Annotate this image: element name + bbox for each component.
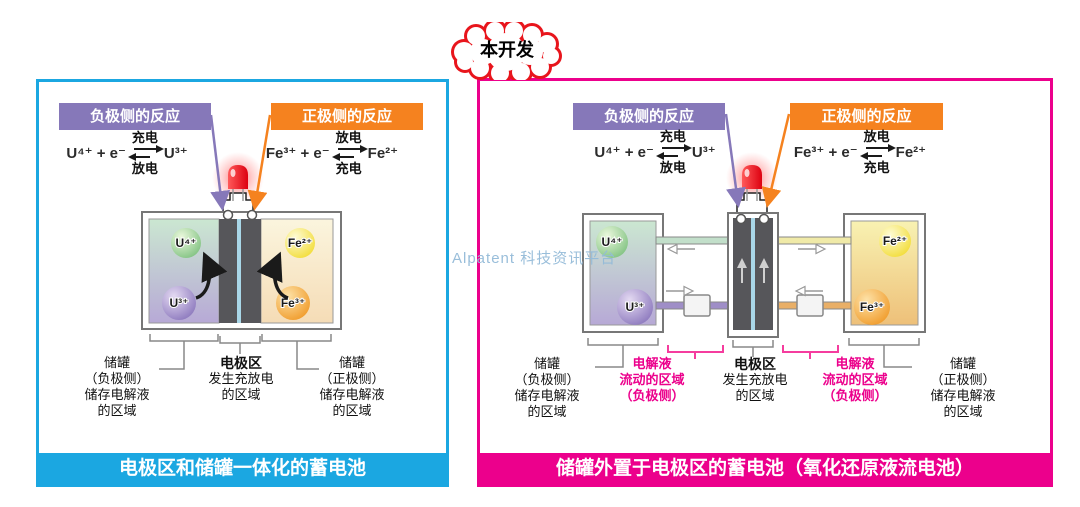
positive-electrolyte-tank: Fe²⁺ Fe³⁺ [843, 213, 926, 333]
flow-region-brackets [667, 345, 839, 359]
label-electrode-area: 电极区 发生充放电 的区域 [208, 355, 274, 402]
discharge-label: 放电 [659, 160, 686, 175]
reverse-arrow-icon [331, 153, 354, 161]
forward-arrow-icon [133, 145, 164, 153]
equation-rhs: Fe²⁺ [895, 144, 927, 161]
flow-battery-panel: U⁴⁺ U³⁺ Fe²⁺ Fe³⁺ [477, 78, 1053, 487]
charge-label: 充电 [335, 161, 362, 176]
negative-electrolyte-tank: U⁴⁺ U³⁺ [582, 213, 664, 333]
integrated-battery-diagram: U⁴⁺ U³⁺ Fe²⁺ Fe³⁺ [141, 114, 342, 370]
flow-battery-diagram: U⁴⁺ U³⁺ Fe²⁺ Fe³⁺ [582, 113, 926, 368]
equation-arrows: 放电 充电 [331, 130, 368, 176]
svg-text:U⁴⁺: U⁴⁺ [176, 236, 197, 250]
svg-text:Fe³⁺: Fe³⁺ [860, 300, 884, 314]
development-badge-label: 本开发 [480, 40, 534, 60]
positive-reaction-label: 正极侧的反应 [271, 103, 423, 130]
equation-lhs: Fe³⁺ + e⁻ [265, 145, 330, 162]
charge-label: 充电 [863, 160, 890, 175]
charge-label: 充电 [659, 129, 686, 144]
forward-arrow-icon [661, 144, 692, 152]
svg-text:U³⁺: U³⁺ [626, 300, 645, 314]
reaction-connector-arrows [209, 114, 272, 211]
equation-rhs: U³⁺ [691, 144, 716, 161]
positive-reaction-equation: Fe³⁺ + e⁻ 放电 充电 Fe²⁺ [780, 129, 940, 175]
svg-text:Fe²⁺: Fe²⁺ [288, 236, 312, 250]
electrode-terminals [735, 213, 770, 225]
equation-arrows: 放电 充电 [859, 129, 896, 175]
forward-arrow-icon [337, 145, 368, 153]
discharge-label: 放电 [335, 130, 362, 145]
charge-label: 充电 [131, 130, 158, 145]
positive-electrolyte-ions: Fe²⁺ Fe³⁺ [256, 228, 315, 320]
equation-lhs: U⁴⁺ + e⁻ [594, 144, 654, 161]
reaction-connector-arrows [724, 113, 791, 208]
watermark: Alpatent 科技资讯平台 [452, 250, 617, 267]
negative-reaction-label: 负极侧的反应 [573, 103, 725, 130]
negative-reaction-label: 负极侧的反应 [59, 103, 211, 130]
equation-lhs: U⁴⁺ + e⁻ [66, 145, 126, 162]
pump-positive [796, 294, 824, 317]
equation-arrows: 充电 放电 [655, 129, 692, 175]
svg-text:Fe²⁺: Fe²⁺ [883, 234, 907, 248]
positive-reaction-label: 正极侧的反应 [790, 103, 943, 130]
negative-electrolyte-ions: U⁴⁺ U³⁺ [162, 228, 228, 320]
label-flow-region-negative: 电解液 流动的区域 （负极侧） [619, 356, 685, 403]
discharge-label: 放电 [863, 129, 890, 144]
label-tank-negative: 储罐 （负极侧） 储存电解液 的区域 [514, 356, 580, 419]
equation-rhs: Fe²⁺ [367, 145, 399, 162]
svg-text:U³⁺: U³⁺ [170, 296, 189, 310]
reverse-arrow-icon [655, 152, 678, 160]
left-panel-caption-banner: 电极区和储罐一体化的蓄电池 [39, 453, 446, 484]
electrode-stack [727, 212, 779, 338]
equation-lhs: Fe³⁺ + e⁻ [793, 144, 858, 161]
svg-text:U⁴⁺: U⁴⁺ [602, 235, 623, 249]
positive-reaction-equation: Fe³⁺ + e⁻ 放电 充电 Fe²⁺ [252, 130, 412, 176]
right-panel-caption-banner: 储罐外置于电极区的蓄电池（氧化还原液流电池） [480, 453, 1050, 484]
label-tank-positive: 储罐 （正极侧） 储存电解液 的区域 [319, 355, 385, 418]
pump-negative [683, 294, 711, 317]
flow-direction-arrows [666, 243, 827, 297]
integrated-battery-panel: U⁴⁺ U³⁺ Fe²⁺ Fe³⁺ [36, 79, 449, 487]
electrode-terminals [222, 209, 258, 221]
discharge-label: 放电 [131, 161, 158, 176]
equation-rhs: U³⁺ [163, 145, 188, 162]
electrolyte-pipes [655, 236, 852, 317]
negative-reaction-equation: U⁴⁺ + e⁻ 充电 放电 U³⁺ [47, 130, 207, 176]
equation-arrows: 充电 放电 [127, 130, 164, 176]
label-flow-region-positive: 电解液 流动的区域 （负极侧） [822, 356, 888, 403]
reverse-arrow-icon [127, 153, 150, 161]
negative-reaction-equation: U⁴⁺ + e⁻ 充电 放电 U³⁺ [575, 129, 735, 175]
label-tank-positive: 储罐 （正极侧） 储存电解液 的区域 [930, 356, 996, 419]
callout-brackets [149, 334, 332, 370]
callout-brackets [587, 338, 920, 368]
forward-arrow-icon [865, 144, 896, 152]
label-electrode-area: 电极区 发生充放电 的区域 [722, 356, 788, 403]
cloud-burst-icon [451, 19, 562, 85]
reverse-arrow-icon [859, 152, 882, 160]
label-tank-negative: 储罐 （负极侧） 储存电解液 的区域 [84, 355, 150, 418]
development-badge: 本开发 [448, 19, 566, 85]
